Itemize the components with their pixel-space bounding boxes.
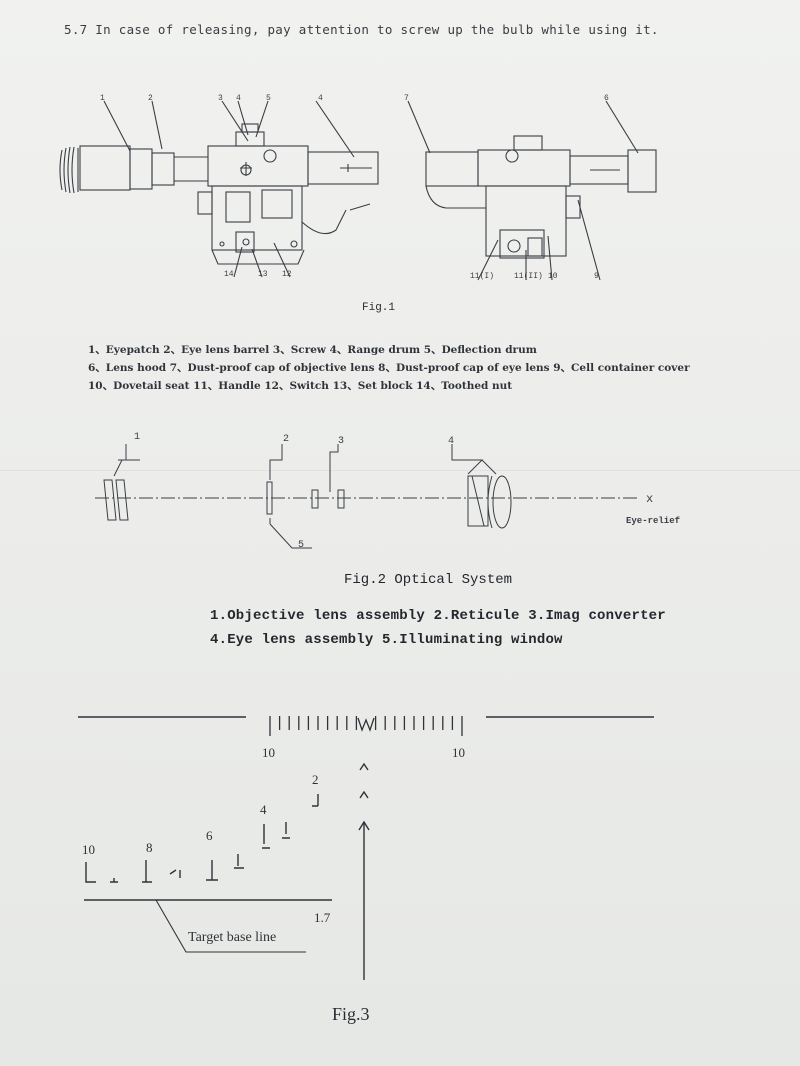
callout-10: 10 (548, 272, 558, 281)
callout-11-ii: 11(II) (514, 272, 543, 281)
callout-2: 2 (148, 94, 153, 103)
callout-1: 1 (100, 94, 105, 103)
fig2-items-line-2: 4.Eye lens assembly 5.Illuminating windo… (210, 632, 563, 648)
reticle-drawing (78, 716, 654, 980)
callout-4b: 4 (318, 94, 323, 103)
range-label-8: 8 (146, 840, 153, 855)
scale-label-left: 10 (262, 745, 275, 760)
center-chevron (357, 717, 375, 732)
fig2-callout-3: 3 (338, 436, 345, 447)
fig2-callout-5: 5 (298, 540, 305, 551)
callout-13: 13 (258, 270, 268, 279)
fig2-items-line-1: 1.Objective lens assembly 2.Reticule 3.I… (210, 608, 666, 624)
target-base-line-label: Target base line (188, 930, 277, 945)
fig3-caption: Fig.3 (332, 1004, 370, 1024)
eye-relief-label: Eye-relief (626, 516, 681, 526)
callout-9: 9 (594, 272, 599, 281)
callout-3: 3 (218, 94, 223, 103)
callout-4a: 4 (236, 94, 241, 103)
fig1-legend-line-3: 10、Dovetail seat 11、Handle 12、Switch 13、… (88, 380, 513, 392)
paper-fold (0, 470, 800, 471)
range-label-2: 2 (312, 772, 319, 787)
fig2-title: Fig.2 Optical System (344, 572, 513, 588)
callout-6: 6 (604, 94, 609, 103)
scope-right-drawing (407, 100, 657, 281)
range-label-6: 6 (206, 828, 213, 843)
reticle-scale-ticks (269, 716, 463, 736)
fig2-callout-2: 2 (283, 434, 290, 445)
callout-11-i: 11(I) (470, 272, 495, 281)
optical-axis-drawing (95, 444, 640, 549)
callout-12: 12 (282, 270, 292, 279)
fig2-callout-1: 1 (134, 432, 141, 443)
scale-label-right: 10 (452, 745, 465, 760)
axis-end-mark: x (646, 492, 654, 506)
callout-7: 7 (404, 94, 409, 103)
scope-left-drawing (59, 100, 379, 278)
mark-1-7: 1.7 (314, 910, 331, 925)
instruction-text: 5.7 In case of releasing, pay attention … (64, 22, 659, 37)
fig1-legend-line-1: 1、Eyepatch 2、Eye lens barrel 3、Screw 4、R… (88, 344, 537, 356)
fig2-callout-4: 4 (448, 436, 455, 447)
fig1-legend-line-2: 6、Lens hood 7、Dust-proof cap of objectiv… (88, 362, 690, 374)
fig1-caption: Fig.1 (362, 302, 396, 314)
range-label-4: 4 (260, 802, 267, 817)
callout-5: 5 (266, 94, 271, 103)
range-label-10: 10 (82, 842, 95, 857)
callout-14: 14 (224, 270, 234, 279)
